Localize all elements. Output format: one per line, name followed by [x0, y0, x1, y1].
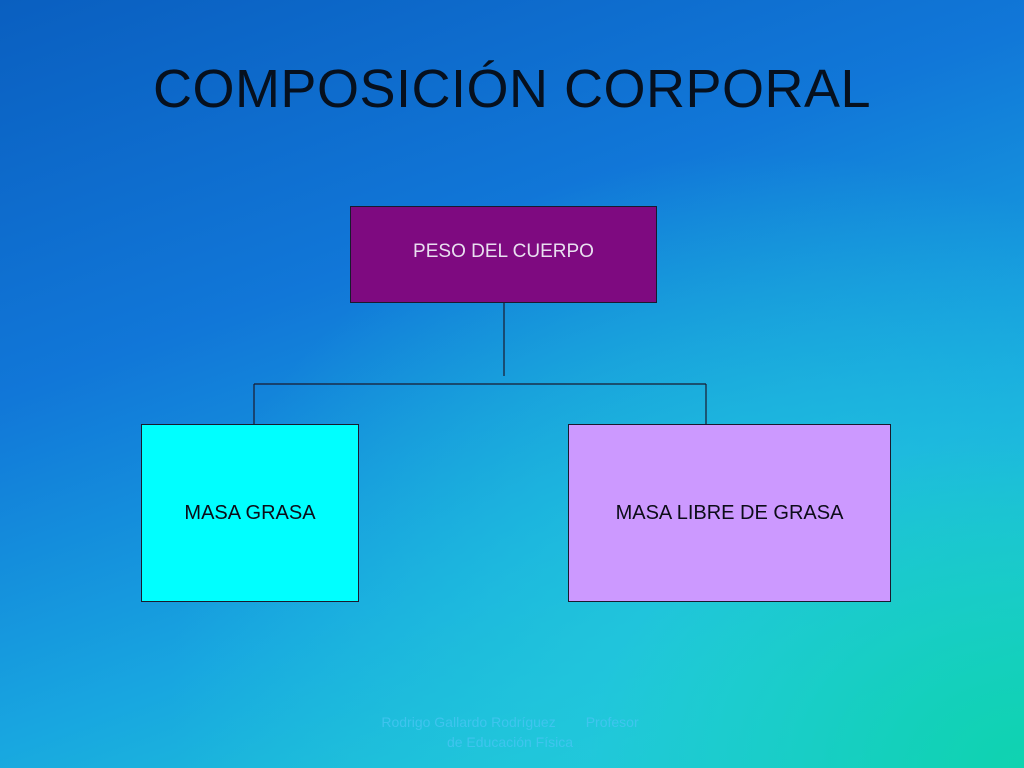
node-masa-grasa[interactable]: MASA GRASA [141, 424, 359, 602]
footer-role-line2: de Educación Física [446, 734, 574, 750]
node-label: MASA LIBRE DE GRASA [615, 501, 844, 524]
footer-author: Rodrigo Gallardo Rodríguez [381, 714, 556, 730]
node-label: MASA GRASA [184, 501, 316, 524]
node-label: PESO DEL CUERPO [413, 240, 594, 262]
slide-footer: Rodrigo Gallardo Rodríguez Profesor de Ed… [340, 712, 680, 752]
node-masa-libre-de-grasa[interactable]: MASA LIBRE DE GRASA [568, 424, 891, 602]
footer-role-line1: Profesor [585, 714, 639, 730]
node-peso-del-cuerpo[interactable]: PESO DEL CUERPO [350, 206, 657, 303]
slide-title: COMPOSICIÓN CORPORAL [152, 59, 872, 119]
